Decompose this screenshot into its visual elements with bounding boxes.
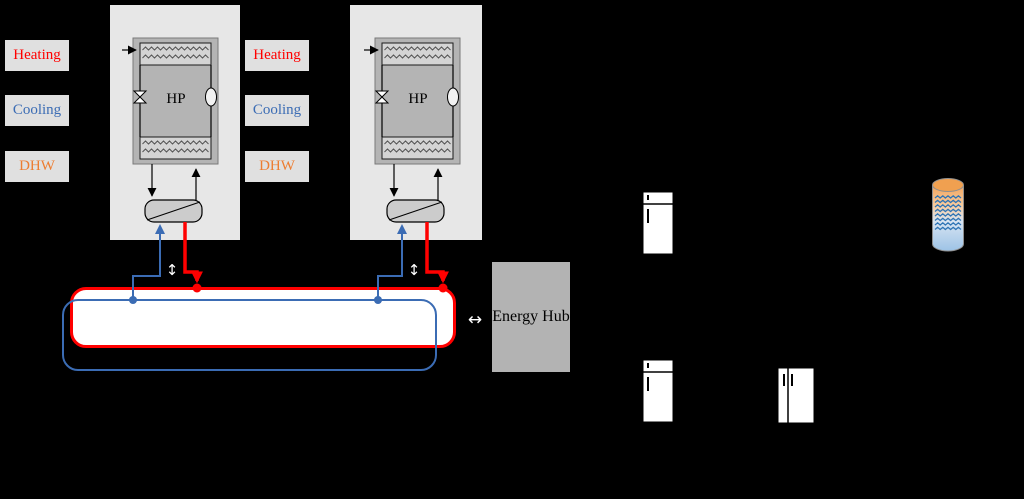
legend-cooling-2: Cooling [245,95,309,126]
legend-cooling-1: Cooling [5,95,69,126]
legend-dhw-1: DHW [5,151,69,182]
water-heater-icon [641,190,675,256]
horizontal-exchange-icon: ↔ [462,307,488,332]
energy-hub-label: Energy Hub [492,307,570,325]
refrigerator-icon [641,358,675,424]
vertical-exchange-icon-2: ↕ [404,258,424,281]
legend-dhw-2: DHW [245,151,309,182]
legend-heating-1: Heating [5,40,69,71]
vertical-exchange-icon-1: ↕ [162,258,182,281]
building-2-panel [350,5,482,240]
building-1-panel [110,5,240,240]
energy-hub-box: Energy Hub [492,262,570,372]
stratified-thermal-storage-tank-icon [932,178,964,252]
cold-network-ring [62,299,437,371]
legend-heating-2: Heating [245,40,309,71]
double-door-refrigerator-icon [776,366,816,425]
